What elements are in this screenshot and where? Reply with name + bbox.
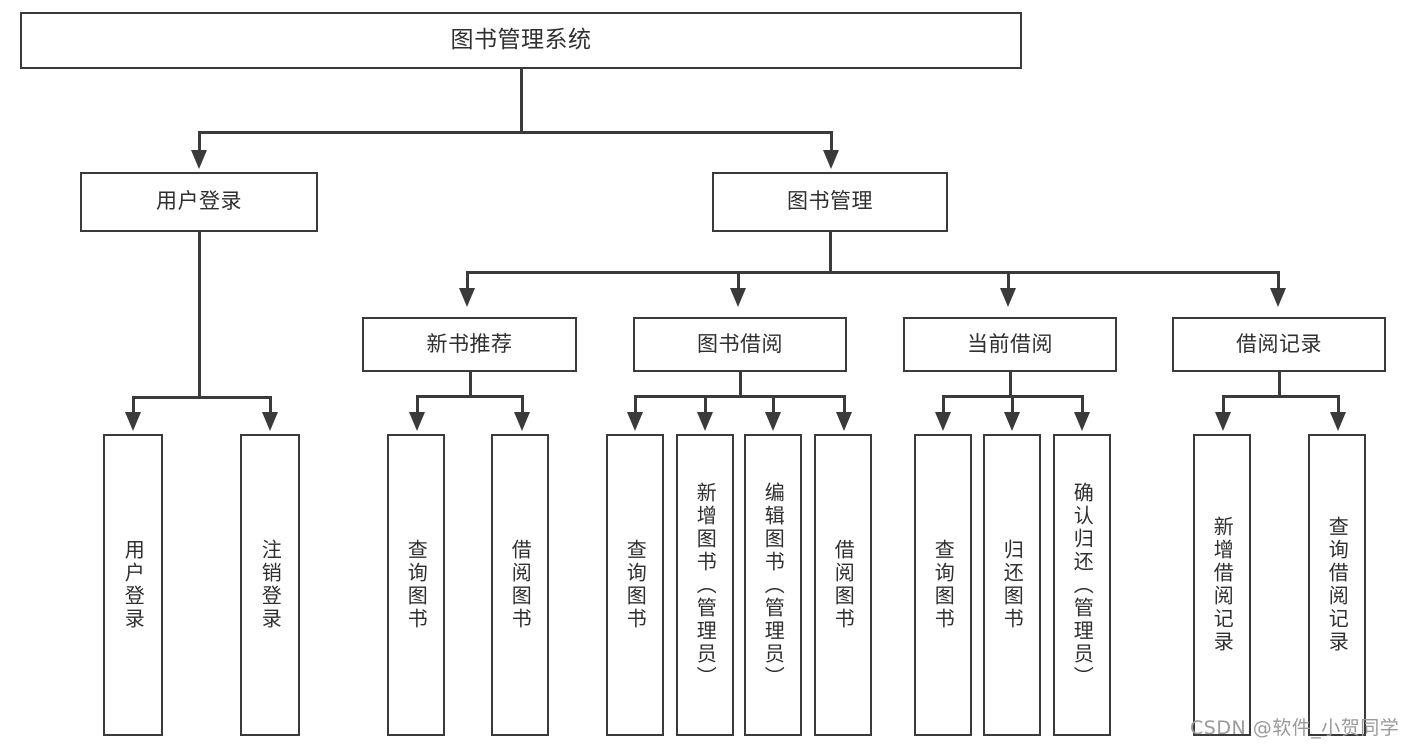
arrow-records-to-child-1: [1330, 412, 1346, 431]
leaf-logout[interactable]: 注销登录: [240, 434, 300, 736]
leaf-borrow-add-book-admin[interactable]: 新增图书（管理员）: [676, 434, 734, 736]
node-root-system[interactable]: 图书管理系统: [20, 12, 1022, 69]
connector-root-stem: [520, 69, 523, 132]
connector-bookmgmt-stem: [829, 232, 832, 272]
node-label: 借阅图书: [831, 539, 856, 631]
connector-current-to-child-2: [1081, 395, 1084, 415]
leaf-recommend-borrow-book[interactable]: 借阅图书: [491, 434, 549, 736]
node-label: 用户登录: [121, 539, 146, 631]
node-borrow-records[interactable]: 借阅记录: [1172, 317, 1386, 372]
node-label: 新增借阅记录: [1210, 516, 1235, 654]
connector-root-bus: [198, 131, 833, 134]
node-label: 归还图书: [1000, 539, 1025, 631]
connector-records-bus: [1222, 395, 1339, 398]
leaf-borrow-edit-book-admin[interactable]: 编辑图书（管理员）: [744, 434, 802, 736]
connector-recommend-to-child-1: [521, 395, 524, 415]
node-label: 当前借阅: [967, 331, 1053, 356]
arrow-root-to-bookmgmt: [823, 150, 839, 169]
arrow-current-to-child-1: [1004, 412, 1020, 431]
node-label: 借阅记录: [1236, 331, 1322, 356]
arrow-root-to-login: [191, 150, 207, 169]
node-label: 查询图书: [404, 539, 429, 631]
connector-recommend-bus: [416, 395, 523, 398]
connector-borrow-to-child-3: [843, 395, 846, 415]
csdn-watermark: CSDN @软件_小贺同学: [1190, 717, 1400, 739]
arrow-recommend-to-child-1: [514, 412, 530, 431]
leaf-borrow-query-book[interactable]: 查询图书: [606, 434, 664, 736]
node-label: 新增图书（管理员）: [693, 481, 718, 689]
leaf-current-query-book[interactable]: 查询图书: [914, 434, 972, 736]
connector-login-stem: [198, 232, 201, 397]
arrow-bookmgmt-to-g3: [1270, 288, 1286, 307]
connector-recommend-stem: [469, 372, 472, 396]
arrow-borrow-to-child-1: [697, 412, 713, 431]
node-label: 查询图书: [623, 539, 648, 631]
connector-records-to-child-0: [1222, 395, 1225, 415]
node-label: 图书管理: [787, 189, 873, 214]
arrow-borrow-to-child-0: [627, 412, 643, 431]
arrow-borrow-to-child-2: [765, 412, 781, 431]
connector-login-bus: [132, 396, 269, 399]
connector-records-stem: [1278, 372, 1281, 396]
node-label: 注销登录: [258, 539, 283, 631]
connector-bookmgmt-to-g2: [1007, 271, 1010, 291]
connector-login-to-child-1: [269, 396, 272, 416]
arrow-bookmgmt-to-g1: [730, 288, 746, 307]
node-label: 确认归还（管理员）: [1070, 481, 1095, 689]
node-label: 图书借阅: [697, 331, 783, 356]
connector-bookmgmt-bus: [466, 271, 1280, 274]
leaf-current-confirm-return-admin[interactable]: 确认归还（管理员）: [1053, 434, 1111, 736]
connector-borrow-to-child-1: [704, 395, 707, 415]
arrow-borrow-to-child-3: [836, 412, 852, 431]
node-label: 查询借阅记录: [1325, 516, 1350, 654]
connector-bookmgmt-to-g1: [737, 271, 740, 291]
leaf-records-add-record[interactable]: 新增借阅记录: [1193, 434, 1251, 736]
leaf-recommend-query-book[interactable]: 查询图书: [387, 434, 445, 736]
arrow-login-to-child-1: [262, 412, 278, 431]
node-label: 图书管理系统: [450, 26, 592, 53]
connector-current-stem: [1009, 372, 1012, 396]
connector-current-to-child-0: [942, 395, 945, 415]
connector-bookmgmt-to-g0: [466, 271, 469, 291]
node-label: 新书推荐: [426, 331, 513, 356]
arrow-bookmgmt-to-g2: [1000, 288, 1016, 307]
connector-root-to-bookmgmt: [830, 131, 833, 155]
connector-borrow-to-child-0: [634, 395, 637, 415]
connector-borrow-bus: [634, 395, 845, 398]
connector-borrow-to-child-2: [772, 395, 775, 415]
node-book-borrow[interactable]: 图书借阅: [633, 317, 847, 372]
leaf-current-return-book[interactable]: 归还图书: [983, 434, 1041, 736]
arrow-current-to-child-2: [1074, 412, 1090, 431]
node-book-management[interactable]: 图书管理: [712, 172, 948, 232]
leaf-user-login[interactable]: 用户登录: [103, 434, 163, 736]
connector-bookmgmt-to-g3: [1277, 271, 1280, 291]
arrow-recommend-to-child-0: [409, 412, 425, 431]
connector-records-to-child-1: [1337, 395, 1340, 415]
connector-recommend-to-child-0: [416, 395, 419, 415]
node-user-login[interactable]: 用户登录: [80, 172, 318, 232]
node-label: 用户登录: [156, 189, 242, 214]
node-new-book-recommend[interactable]: 新书推荐: [362, 317, 577, 372]
arrow-records-to-child-0: [1215, 412, 1231, 431]
arrow-current-to-child-0: [935, 412, 951, 431]
connector-current-to-child-1: [1011, 395, 1014, 415]
connector-login-to-child-0: [132, 396, 135, 416]
leaf-records-query-record[interactable]: 查询借阅记录: [1308, 434, 1366, 736]
node-label: 编辑图书（管理员）: [761, 481, 786, 689]
arrow-login-to-child-0: [125, 412, 141, 431]
node-label: 查询图书: [931, 539, 956, 631]
node-current-borrow[interactable]: 当前借阅: [903, 317, 1117, 372]
leaf-borrow-borrow-book[interactable]: 借阅图书: [814, 434, 872, 736]
node-label: 借阅图书: [508, 539, 533, 631]
connector-borrow-stem: [739, 372, 742, 396]
arrow-bookmgmt-to-g0: [459, 288, 475, 307]
connector-root-to-login: [198, 131, 201, 155]
